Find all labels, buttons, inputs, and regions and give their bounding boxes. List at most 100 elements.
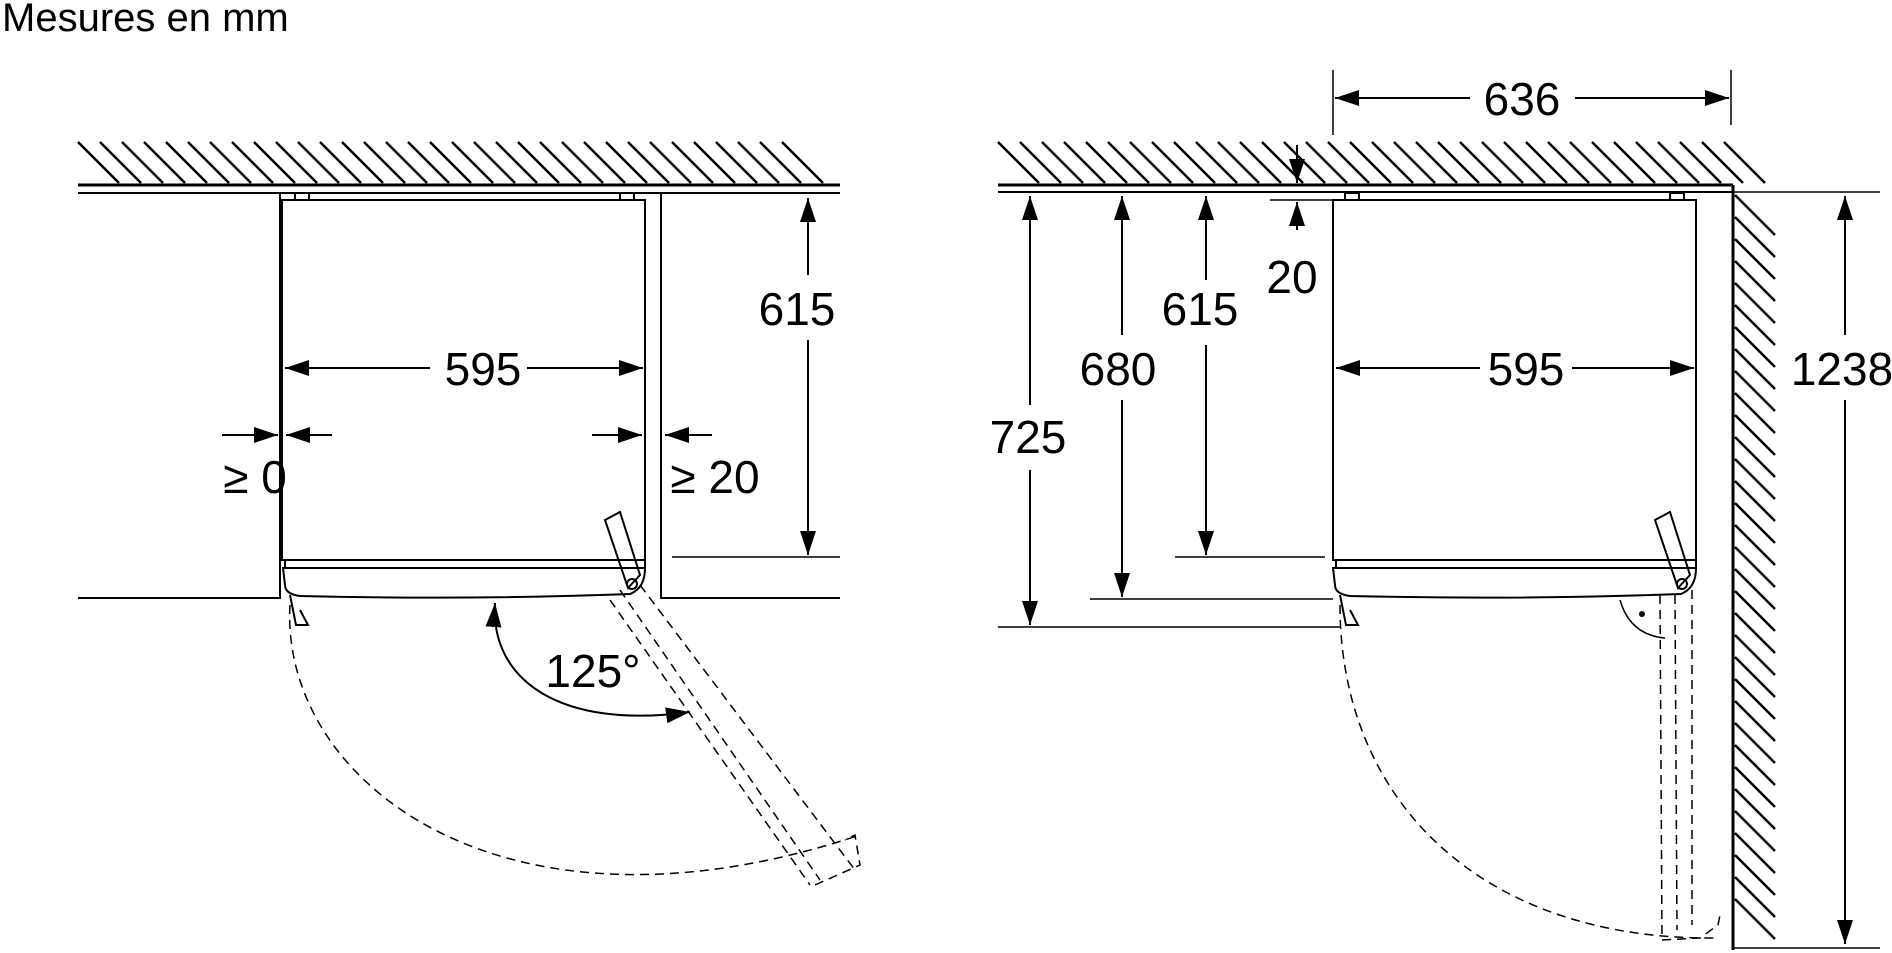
- hatch-line: [1734, 392, 1776, 434]
- hatch-line: [231, 141, 274, 184]
- top-width-label: 636: [1484, 73, 1561, 125]
- hatch-line: [1734, 370, 1776, 412]
- hatch-line: [1129, 141, 1172, 184]
- hatch-line: [737, 141, 780, 184]
- hatch-line: [253, 141, 296, 184]
- hatch-line: [1734, 238, 1776, 280]
- hatch-line: [1041, 141, 1084, 184]
- hatch-line: [1734, 216, 1776, 258]
- hatch-line: [1734, 546, 1776, 588]
- hatch-line: [363, 141, 406, 184]
- hatch-line: [1734, 700, 1776, 742]
- hatch-line: [1734, 480, 1776, 522]
- hatch-line: [693, 141, 736, 184]
- hatch-line: [1063, 141, 1106, 184]
- hatch-line: [1195, 141, 1238, 184]
- hatch-line: [1734, 634, 1776, 676]
- hatch-line: [1503, 141, 1546, 184]
- hatch-line: [1734, 568, 1776, 610]
- left-door: [284, 559, 646, 569]
- hatch-line: [319, 141, 362, 184]
- left-depth-label: 615: [759, 283, 836, 335]
- hatch-line: [1734, 810, 1776, 852]
- hatch-line: [1349, 141, 1392, 184]
- right-view: 636 20 615 680 725 595 1238: [990, 70, 1892, 950]
- hatch-line: [649, 141, 692, 184]
- hatch-line: [1734, 304, 1776, 346]
- hatch-line: [1151, 141, 1194, 184]
- hatch-line: [1734, 590, 1776, 632]
- gap-left-label: ≥ 0: [223, 451, 287, 503]
- hatch-line: [165, 141, 208, 184]
- side-wall-hatching: [1734, 194, 1776, 940]
- hatch-line: [473, 141, 516, 184]
- hatch-line: [1734, 854, 1776, 896]
- hatch-line: [1107, 141, 1150, 184]
- hatch-line: [1547, 141, 1590, 184]
- hatch-line: [715, 141, 758, 184]
- hatch-line: [1525, 141, 1568, 184]
- hatch-line: [99, 141, 142, 184]
- right-wall-hatching: [997, 141, 1766, 184]
- hatch-line: [275, 141, 318, 184]
- gap-right-label: ≥ 20: [670, 451, 759, 503]
- hatch-line: [77, 141, 120, 184]
- hatch-line: [297, 141, 340, 184]
- hatch-line: [1701, 141, 1744, 184]
- hatch-line: [1613, 141, 1656, 184]
- hatch-line: [1173, 141, 1216, 184]
- hatch-line: [539, 141, 582, 184]
- hatch-line: [1239, 141, 1282, 184]
- right-width-label: 595: [1488, 343, 1565, 395]
- hatch-line: [1734, 678, 1776, 720]
- depth-a-label: 615: [1162, 283, 1239, 335]
- hatch-line: [1734, 788, 1776, 830]
- hatch-line: [605, 141, 648, 184]
- hatch-line: [429, 141, 472, 184]
- hatch-line: [759, 141, 802, 184]
- hatch-line: [1734, 766, 1776, 808]
- hatch-line: [1459, 141, 1502, 184]
- hatch-line: [1591, 141, 1634, 184]
- left-view: 595 615 ≥ 0 ≥ 20 125°: [77, 141, 861, 886]
- hatch-line: [187, 141, 230, 184]
- hatch-line: [1734, 612, 1776, 654]
- hatch-line: [495, 141, 538, 184]
- left-door-swing-arc: [289, 604, 861, 876]
- left-neighbour-cabinet: [78, 192, 281, 599]
- hatch-line: [1283, 141, 1326, 184]
- hatch-line: [781, 141, 824, 184]
- hatch-line: [1734, 898, 1776, 940]
- hatch-line: [1437, 141, 1480, 184]
- hatch-line: [1327, 141, 1370, 184]
- hatch-line: [1019, 141, 1062, 184]
- hatch-line: [1635, 141, 1678, 184]
- hatch-line: [1734, 194, 1776, 236]
- hatch-line: [385, 141, 428, 184]
- hatch-line: [407, 141, 450, 184]
- hatch-line: [1734, 876, 1776, 918]
- hatch-line: [1481, 141, 1524, 184]
- angle-label: 125°: [545, 645, 640, 697]
- hatch-line: [1734, 260, 1776, 302]
- hatch-line: [1371, 141, 1414, 184]
- hatch-line: [451, 141, 494, 184]
- left-hinge: [603, 510, 642, 590]
- hatch-line: [121, 141, 164, 184]
- left-width-label: 595: [445, 343, 522, 395]
- right-neighbour-cabinet: [660, 192, 840, 599]
- depth-b-label: 680: [1080, 343, 1157, 395]
- hatch-line: [1305, 141, 1348, 184]
- right-door-swing-arc: [1339, 604, 1716, 939]
- hatch-line: [671, 141, 714, 184]
- hatch-line: [517, 141, 560, 184]
- hatch-line: [627, 141, 670, 184]
- total-length-label: 1238: [1791, 343, 1892, 395]
- hatch-line: [1734, 744, 1776, 786]
- hatch-line: [1085, 141, 1128, 184]
- hatch-line: [1734, 502, 1776, 544]
- right-hinge: [1653, 510, 1692, 590]
- hatch-line: [997, 141, 1040, 184]
- hatch-line: [1393, 141, 1436, 184]
